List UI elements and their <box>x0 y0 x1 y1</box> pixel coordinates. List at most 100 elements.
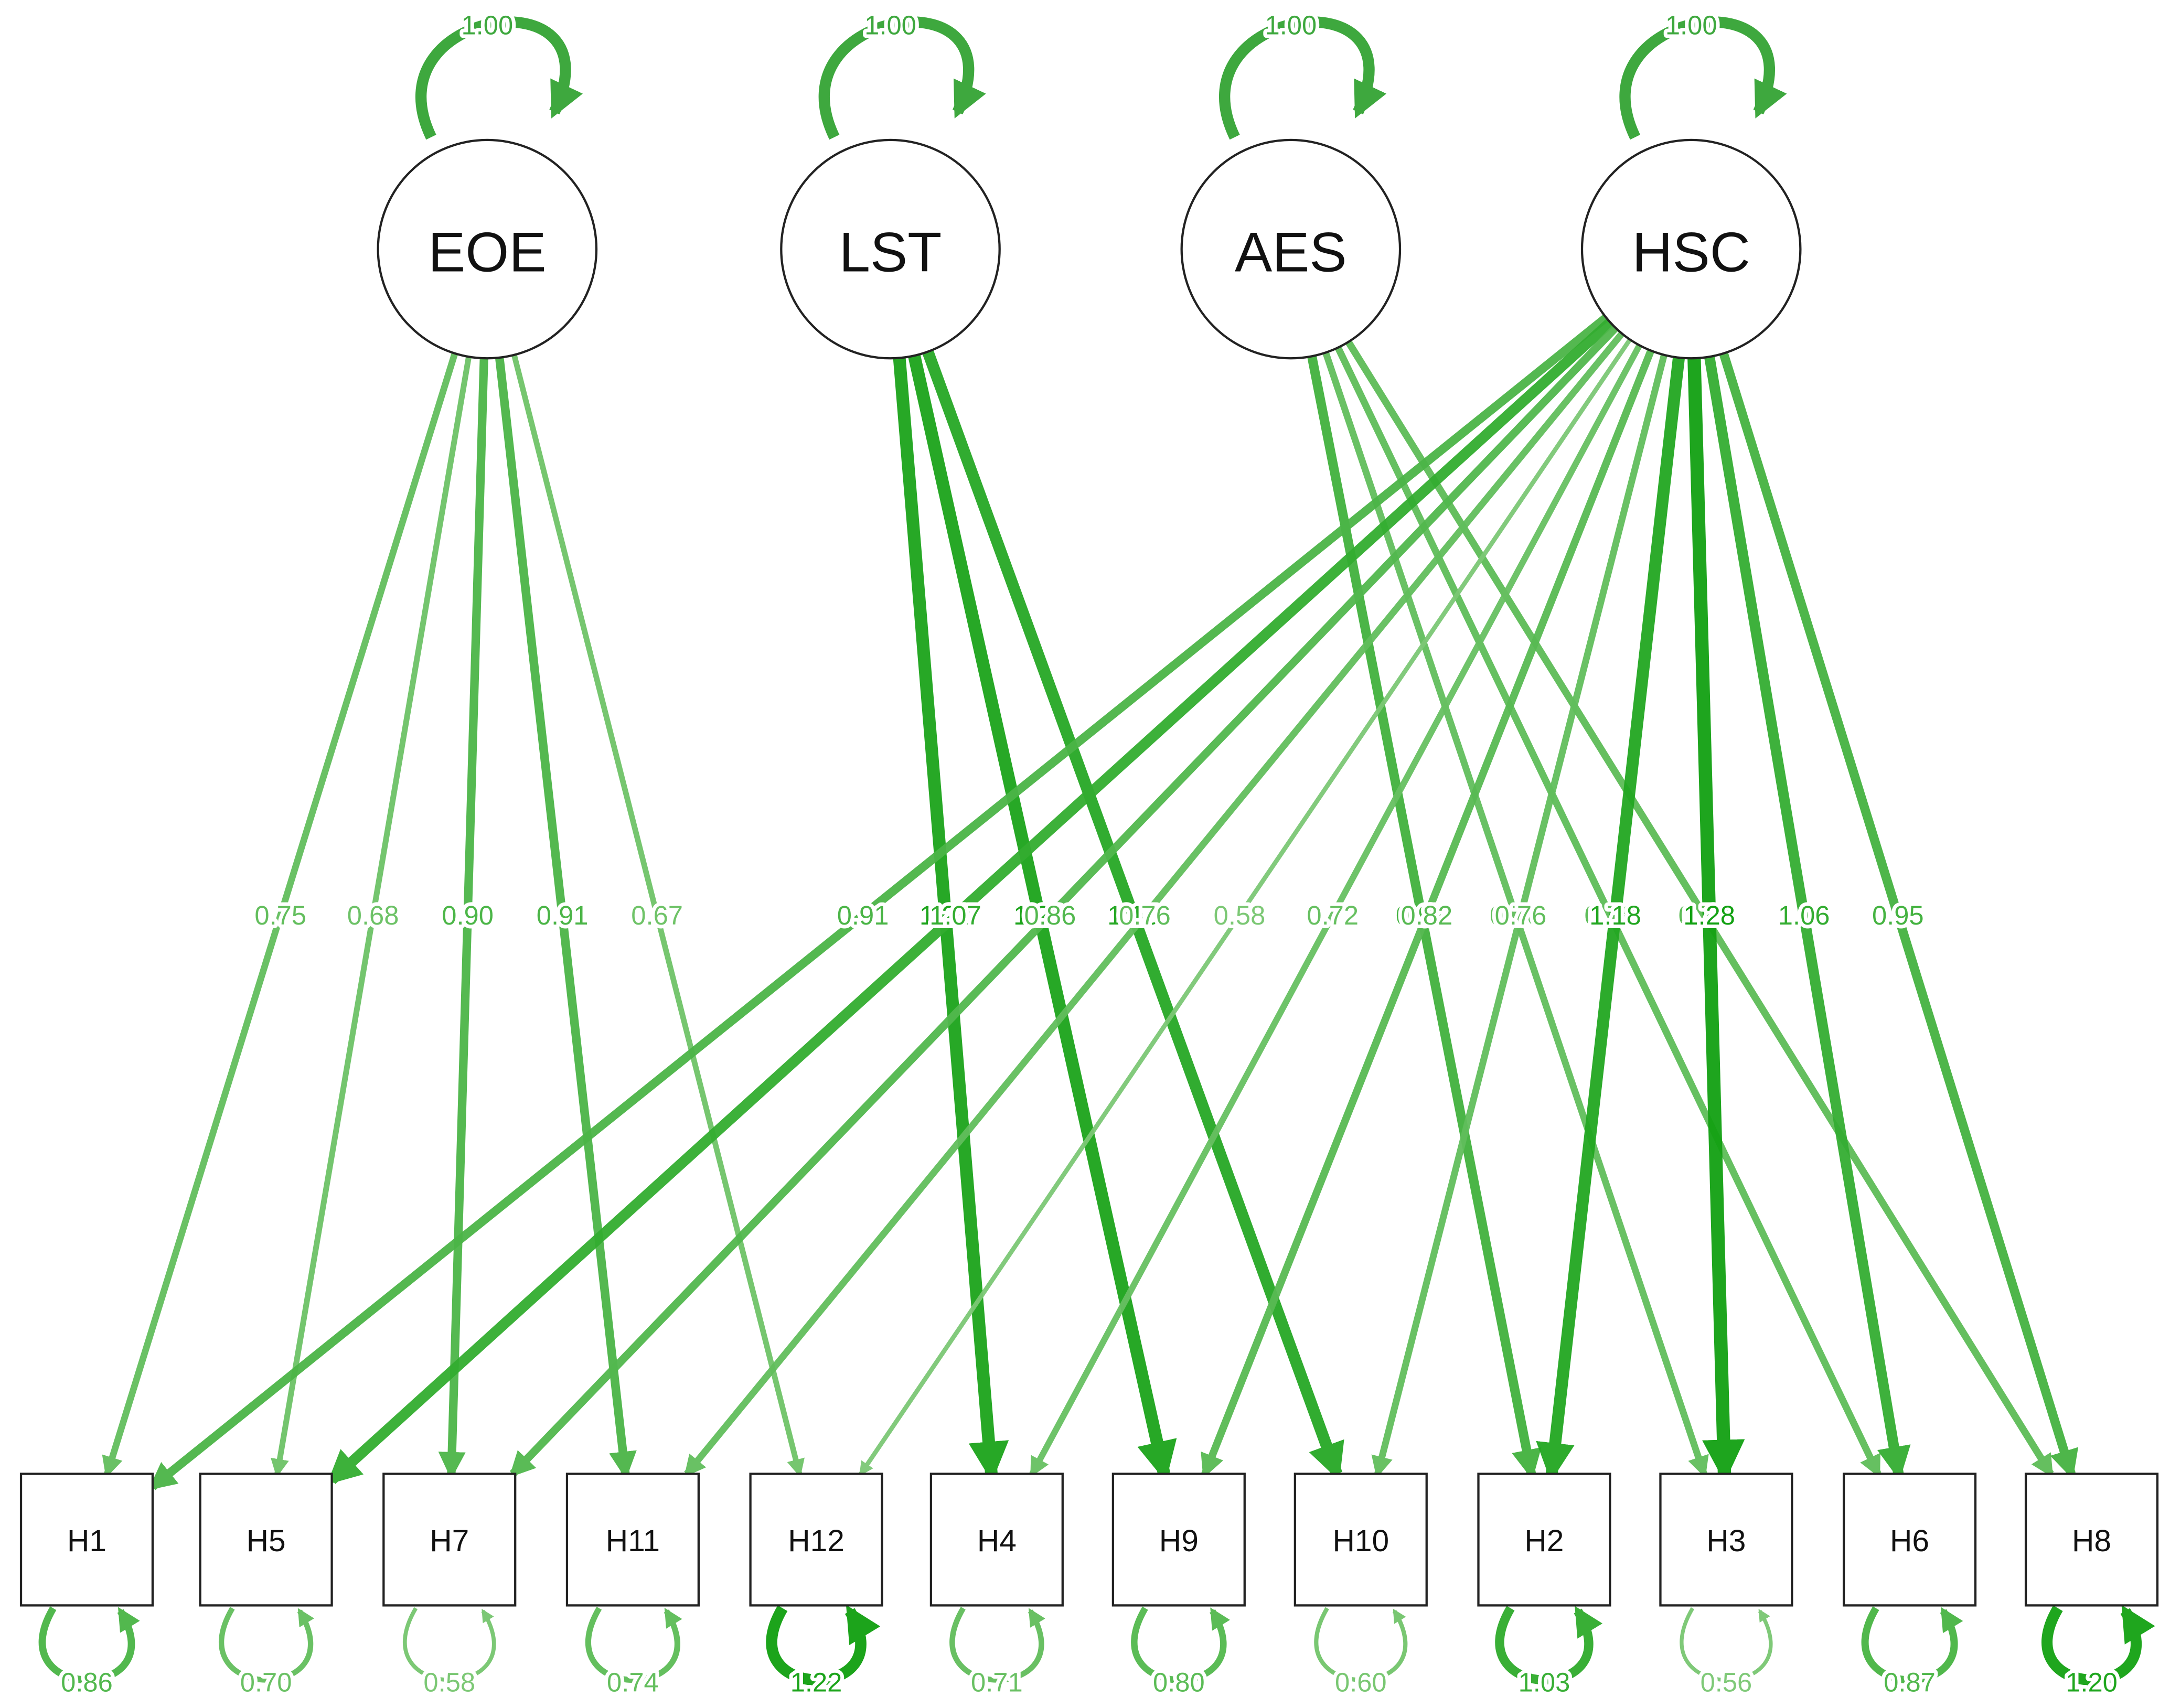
indicator-label-H1: H1 <box>67 1524 106 1558</box>
indicator-node-H3: H3 <box>1659 1473 1793 1607</box>
loading-arrow-HSC-H8 <box>1719 352 2079 1480</box>
residual-loop-H6: 0.87 <box>1861 1606 1963 1701</box>
loading-label-HSC-H10: 0.76 <box>1495 900 1547 930</box>
indicator-label-H7: H7 <box>430 1524 469 1558</box>
residual-loop-H10: 0.60 <box>1314 1607 1408 1701</box>
loading-label-HSC-H5: 1.07 <box>929 900 981 930</box>
residual-loop-H9: 0.80 <box>1131 1606 1231 1701</box>
latent-node-LST: LST <box>780 138 1001 360</box>
indicator-node-H12: H12 <box>749 1473 883 1607</box>
loading-arrow-LST-H4 <box>893 357 1009 1482</box>
loading-arrow-LST-H10 <box>922 349 1344 1481</box>
loading-arrow-HSC-H12 <box>859 338 1632 1477</box>
residual-loop-H5: 0.70 <box>218 1607 314 1701</box>
indicator-node-H4: H4 <box>929 1473 1064 1607</box>
residual-label-H3: 0.56 <box>1701 1668 1752 1698</box>
residual-loop-H7: 0.58 <box>402 1607 496 1701</box>
loading-label-AES-H3: 0.76 <box>1490 900 1542 930</box>
loading-arrow-EOE-H1 <box>102 352 458 1478</box>
latent-node-EOE: EOE <box>377 138 598 360</box>
loading-arrow-AES-H3 <box>1322 351 1709 1478</box>
residual-loop-H11: 0.74 <box>585 1606 682 1701</box>
loading-arrow-HSC-H4 <box>1029 343 1642 1478</box>
loading-arrow-LST-H9 <box>908 354 1177 1482</box>
loadings-layer <box>102 314 2079 1490</box>
loading-arrow-HSC-H2 <box>1536 357 1685 1482</box>
indicator-node-H1: H1 <box>19 1473 154 1607</box>
residual-label-H10: 0.60 <box>1335 1668 1387 1698</box>
indicator-node-H7: H7 <box>382 1473 517 1607</box>
indicator-label-H5: H5 <box>247 1524 286 1558</box>
residual-label-H1: 0.86 <box>61 1668 113 1698</box>
residual-label-H7: 0.58 <box>423 1668 475 1698</box>
loading-arrow-HSC-H9 <box>1201 349 1655 1479</box>
loading-label-HSC-H12: 0.58 <box>1214 900 1266 930</box>
loading-label-HSC-H7: 0.86 <box>1024 900 1076 930</box>
loading-label-EOE-H1: 0.75 <box>254 900 306 930</box>
loading-label-LST-H9: 1.22 <box>1013 900 1065 930</box>
loading-arrow-HSC-H6 <box>1704 356 1911 1481</box>
loading-label-LST-H10: 1.15 <box>1107 900 1159 930</box>
variance-label-EOE: 1.00 <box>461 10 513 40</box>
loading-label-HSC-H6: 1.06 <box>1778 900 1830 930</box>
residual-loop-H2: 1.03 <box>1495 1606 1603 1701</box>
variance-loop-LST: 1.00 <box>818 7 986 140</box>
loading-arrow-AES-H2 <box>1307 355 1542 1480</box>
residual-label-H4: 0.71 <box>971 1668 1023 1698</box>
loading-label-HSC-H11: 0.76 <box>1119 900 1171 930</box>
variance-label-HSC: 1.00 <box>1665 10 1717 40</box>
residual-label-H9: 0.80 <box>1153 1668 1205 1698</box>
loading-label-LST-H4: 1.22 <box>920 900 971 930</box>
indicator-node-H2: H2 <box>1477 1473 1611 1607</box>
loading-label-AES-H2: 0.97 <box>1396 900 1448 930</box>
indicator-node-H10: H10 <box>1294 1473 1428 1607</box>
latent-label-LST: LST <box>839 220 942 283</box>
indicator-node-H6: H6 <box>1842 1473 1977 1607</box>
variance-loop-HSC: 1.00 <box>1619 7 1787 140</box>
indicator-node-H5: H5 <box>199 1473 333 1607</box>
indicator-label-H4: H4 <box>977 1524 1017 1558</box>
residual-loop-H8: 1.20 <box>2041 1605 2155 1701</box>
loading-label-HSC-H8: 0.95 <box>1872 900 1924 930</box>
loading-label-EOE-H7: 0.90 <box>442 900 494 930</box>
loading-arrow-EOE-H5 <box>271 356 472 1478</box>
latent-label-EOE: EOE <box>428 220 546 283</box>
indicator-label-H11: H11 <box>606 1524 660 1558</box>
indicator-label-H3: H3 <box>1706 1524 1746 1558</box>
loading-arrow-HSC-H10 <box>1371 354 1667 1478</box>
loading-label-HSC-H1: 0.91 <box>837 900 889 930</box>
loading-label-HSC-H2: 1.18 <box>1589 900 1641 930</box>
residual-label-H8: 1.20 <box>2066 1668 2118 1698</box>
latent-label-HSC: HSC <box>1632 220 1750 283</box>
residual-label-H2: 1.03 <box>1519 1668 1570 1698</box>
latent-node-HSC: HSC <box>1580 138 1802 360</box>
indicator-label-H6: H6 <box>1890 1524 1929 1558</box>
loading-arrow-AES-H6 <box>1334 346 1882 1478</box>
loading-arrow-HSC-H1 <box>148 314 1609 1490</box>
residual-label-H6: 0.87 <box>1884 1668 1936 1698</box>
variance-loop-AES: 1.00 <box>1219 7 1387 140</box>
loading-label-AES-H6: 0.78 <box>1585 900 1637 930</box>
residual-label-H11: 0.74 <box>607 1668 659 1698</box>
indicator-label-H12: H12 <box>788 1524 845 1558</box>
residual-loop-H12: 1.22 <box>766 1605 881 1701</box>
loading-arrow-EOE-H11 <box>495 357 637 1479</box>
loading-label-AES-H8: 0.79 <box>1679 900 1730 930</box>
loading-label-EOE-H5: 0.68 <box>347 900 399 930</box>
loading-arrow-HSC-H3 <box>1687 358 1745 1483</box>
variance-loop-EOE: 1.00 <box>415 7 583 140</box>
indicator-node-H11: H11 <box>565 1473 700 1607</box>
loading-label-HSC-H9: 0.82 <box>1401 900 1453 930</box>
residual-loop-H4: 0.71 <box>949 1607 1045 1701</box>
loading-label-HSC-H4: 0.72 <box>1307 900 1359 930</box>
variance-loops-layer: 1.00 1.00 1.00 1.00 0.86 0.70 0.58 0.74 1.22 0.71… <box>38 7 2155 1701</box>
indicator-label-H9: H9 <box>1159 1524 1199 1558</box>
loading-label-HSC-H3: 1.28 <box>1683 900 1735 930</box>
variance-label-LST: 1.00 <box>864 10 916 40</box>
residual-loop-H3: 0.56 <box>1680 1607 1773 1701</box>
latent-label-AES: AES <box>1235 220 1347 283</box>
loading-arrow-EOE-H12 <box>511 354 805 1478</box>
